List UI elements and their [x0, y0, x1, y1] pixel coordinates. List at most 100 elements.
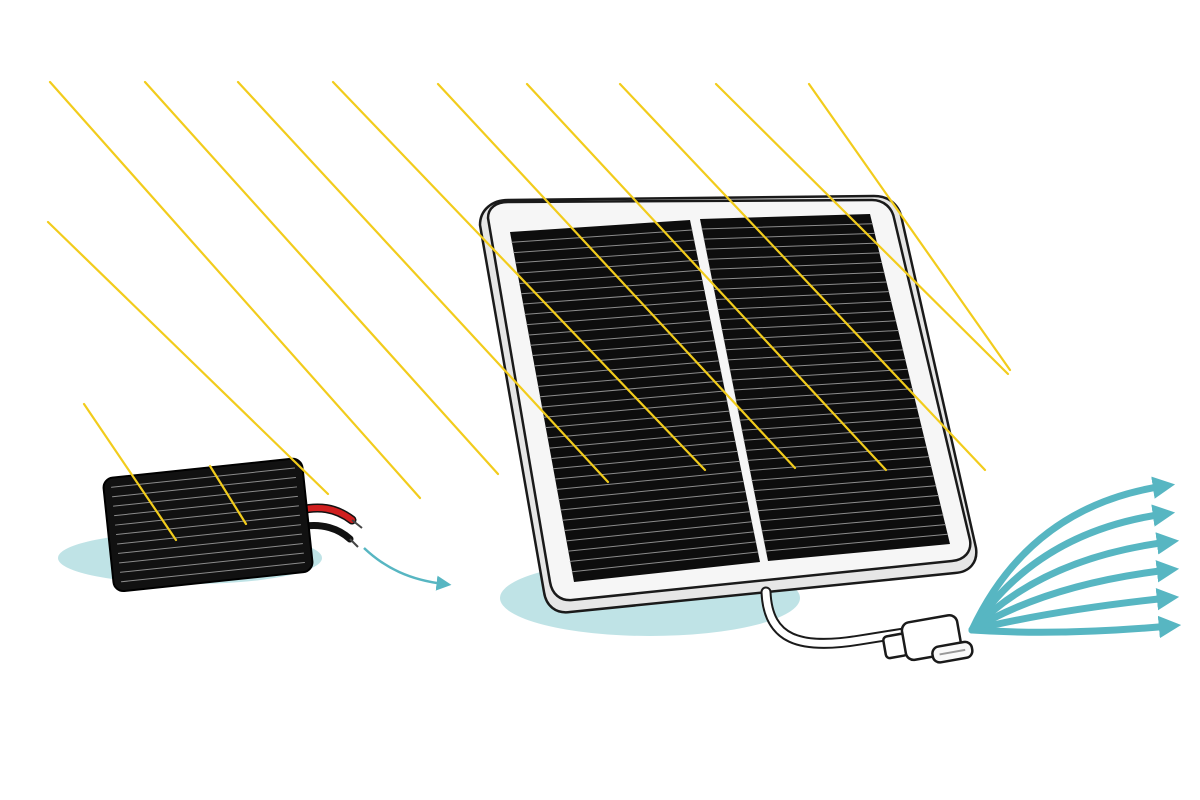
- large-cell-line: [518, 269, 701, 284]
- large-cell-line: [528, 320, 712, 336]
- large-panel-cell-lines: [511, 223, 949, 573]
- small-solar-cell-icon: [102, 457, 452, 593]
- sunlight-ray: [48, 80, 422, 500]
- large-cell-line: [541, 390, 726, 408]
- sunlight-ray: [143, 80, 500, 476]
- large-cell-line: [717, 300, 892, 311]
- large-cell-line: [741, 417, 920, 431]
- small-cell-line: [111, 467, 296, 488]
- large-cell-line: [743, 427, 923, 441]
- large-cell-line: [701, 223, 873, 230]
- power-output-arrow: [968, 476, 1176, 634]
- large-cell-line: [763, 524, 946, 542]
- large-cell-line: [571, 551, 759, 573]
- large-cell-line: [757, 494, 939, 512]
- small-panel-cell-lines: [111, 467, 305, 583]
- power-output-arrow: [968, 588, 1180, 634]
- small-cell-line: [120, 562, 305, 583]
- small-cell-line: [115, 505, 299, 526]
- power-output-arrow: [968, 615, 1182, 639]
- large-cell-line: [533, 350, 718, 367]
- large-cell-line: [556, 470, 742, 490]
- sunlight-ray: [525, 82, 888, 472]
- power-output-arrow: [968, 504, 1176, 634]
- sunlight-ray: [82, 402, 178, 542]
- large-cell-line: [539, 380, 724, 398]
- large-cell-line: [765, 533, 949, 552]
- large-cell-line: [709, 262, 883, 270]
- small-cell-line: [114, 495, 299, 517]
- sunlight-ray: [807, 82, 1012, 372]
- sunlight-ray: [208, 464, 248, 526]
- large-cell-line: [532, 340, 716, 357]
- large-cell-line: [733, 378, 911, 391]
- large-cell-line: [705, 242, 878, 250]
- power-output-arrow: [968, 532, 1180, 634]
- large-cell-line: [535, 360, 720, 377]
- large-cell-line: [759, 504, 942, 522]
- small-cell-line: [112, 476, 297, 498]
- large-cell-line: [562, 501, 749, 521]
- large-cell-line: [569, 541, 757, 562]
- large-cell-line: [713, 281, 887, 290]
- small-cell-line: [117, 533, 302, 554]
- large-cell-line: [545, 410, 730, 429]
- large-cell-line: [721, 320, 897, 331]
- large-cell-line: [747, 446, 927, 461]
- large-cell-line: [537, 370, 722, 387]
- sunlight-ray: [46, 220, 330, 496]
- large-cell-line: [749, 456, 930, 471]
- small-panel-output-arrow: [363, 547, 452, 591]
- large-cell-line: [761, 514, 944, 532]
- power-output-arrows-icon: [968, 476, 1182, 639]
- usb-c-plug-icon: [882, 614, 974, 664]
- small-cell-line: [116, 524, 301, 545]
- large-cell-line: [511, 229, 693, 243]
- large-cell-line: [711, 271, 885, 280]
- small-cell-line: [113, 486, 298, 507]
- small-cell-line: [119, 552, 304, 573]
- large-cell-line: [560, 491, 747, 511]
- small-cell-line: [115, 514, 300, 536]
- sunlight-ray: [618, 82, 987, 472]
- large-cell-line: [565, 521, 753, 542]
- large-cell-line: [558, 481, 745, 501]
- sunlight-ray: [714, 82, 1010, 376]
- large-cell-line: [753, 475, 935, 492]
- large-cell-line: [567, 531, 755, 552]
- large-cell-line: [549, 430, 734, 449]
- large-cell-line: [739, 407, 918, 421]
- large-cell-line: [715, 291, 890, 300]
- large-cell-line: [719, 310, 895, 321]
- large-cell-line: [554, 460, 740, 480]
- large-cell-line: [515, 249, 697, 264]
- large-solar-panel-icon: [478, 194, 978, 649]
- large-cell-line: [723, 329, 899, 341]
- large-cell-line: [524, 299, 707, 315]
- large-cell-line: [729, 359, 906, 371]
- large-cell-line: [552, 450, 738, 470]
- sunlight-ray: [236, 80, 610, 484]
- power-output-arrow: [968, 560, 1180, 634]
- large-cell-line: [513, 239, 695, 254]
- large-cell-line: [703, 232, 876, 240]
- large-cell-line: [530, 330, 714, 346]
- sunlight-rays-icon: [46, 80, 1012, 542]
- large-cell-line: [550, 440, 736, 459]
- large-cell-line: [707, 252, 880, 260]
- large-cell-line: [725, 339, 902, 351]
- large-cell-line: [564, 511, 751, 532]
- sunlight-ray: [436, 82, 797, 470]
- large-cell-line: [522, 289, 705, 305]
- large-cell-line: [751, 465, 932, 482]
- large-cell-line: [526, 310, 710, 326]
- large-cell-line: [755, 485, 937, 502]
- small-cell-line: [118, 543, 303, 564]
- large-cell-line: [543, 400, 728, 418]
- large-cell-line: [731, 368, 909, 381]
- large-cell-line: [547, 420, 732, 439]
- sunlight-ray: [331, 80, 707, 472]
- large-cell-line: [735, 388, 913, 401]
- large-cell-line: [520, 279, 703, 295]
